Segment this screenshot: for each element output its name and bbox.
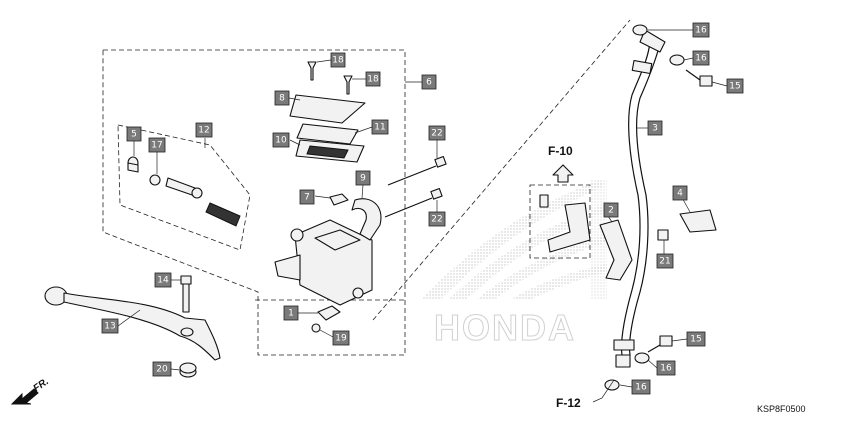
svg-text:16: 16 [635,383,647,393]
svg-text:15: 15 [690,335,701,345]
svg-text:1: 1 [288,309,294,319]
diaphragm [295,139,365,163]
callout-20: 20 [152,361,172,377]
callout-16-middle: 16 [656,360,676,376]
svg-text:4: 4 [677,189,683,199]
boot-part [127,156,139,173]
pivot-nut [179,362,197,378]
sealing-washer-4 [604,379,620,391]
reference-line [372,19,631,321]
ref-f12: F-12 [556,396,581,410]
callout-8: 8 [274,90,290,106]
svg-text:22: 22 [431,129,442,139]
svg-text:10: 10 [275,136,287,146]
brake-lever [44,286,221,361]
brake-hose [613,29,666,368]
svg-text:5: 5 [131,130,137,140]
svg-text:14: 14 [157,276,169,286]
master-cylinder-frame [102,49,406,356]
holder-bolt-lower [384,187,443,218]
diagram-code: KSP8F0500 [757,404,806,414]
spring-part [205,202,241,227]
callout-18-lower: 18 [365,71,381,87]
svg-text:17: 17 [151,141,162,151]
stop-switch [317,305,341,321]
oil-bolt-lower [647,335,673,353]
svg-text:9: 9 [360,174,366,184]
svg-text:16: 16 [660,364,672,374]
callout-3: 3 [647,120,663,136]
callout-18-upper: 18 [330,52,346,68]
callout-21: 21 [656,253,674,269]
diaphragm-plate [296,123,359,145]
callout-15-upper: 15 [726,78,744,94]
callout-16-upper: 16 [692,50,710,66]
callout-10: 10 [272,132,290,148]
up-arrow-icon [552,164,574,183]
callout-9: 9 [355,170,371,186]
callout-13: 13 [101,318,119,334]
callout-14: 14 [154,272,172,288]
svg-text:6: 6 [426,78,432,88]
svg-text:21: 21 [659,257,670,267]
reservoir-cap [289,94,366,124]
svg-text:2: 2 [608,206,614,216]
callout-5: 5 [126,126,142,142]
callout-16-bottom: 16 [631,379,651,395]
lever-pivot-cover [329,193,349,206]
svg-text:8: 8 [279,94,285,104]
pivot-bolt [180,275,192,313]
master-cylinder-holder [351,198,382,241]
svg-text:22: 22 [431,215,442,225]
svg-text:18: 18 [367,75,379,85]
guide-bolt [657,229,669,241]
callout-11: 11 [371,119,389,135]
callout-12: 12 [195,122,213,138]
sealing-washer-2 [669,54,685,66]
callout-4: 4 [672,185,688,201]
callout-15-lower: 15 [686,331,706,347]
svg-text:7: 7 [304,193,310,203]
svg-text:11: 11 [374,123,385,133]
callout-2: 2 [603,202,619,218]
oil-bolt-upper [685,69,713,87]
svg-text:3: 3 [652,124,658,134]
svg-text:20: 20 [156,365,168,375]
callout-22-lower: 22 [428,211,446,227]
piston-set-frame [117,124,251,251]
callout-19: 19 [332,330,350,346]
svg-text:15: 15 [729,82,740,92]
svg-text:19: 19 [335,334,347,344]
callout-17: 17 [148,137,166,153]
callout-7: 7 [299,189,315,205]
hose-guide-clamp [679,209,717,233]
front-indicator: FR. [10,376,51,405]
sealing-washer-1 [632,24,648,36]
honda-watermark-text: HONDA [434,307,576,348]
f10-frame [529,184,591,259]
master-cylinder-body [274,219,373,306]
honda-wing-watermark: HONDA [420,180,607,349]
switch-screw [311,323,321,333]
callout-16-top: 16 [692,22,710,38]
sealing-washer-3 [634,352,650,364]
cap-screw-1 [307,61,317,81]
callout-22-upper: 22 [428,125,446,141]
svg-text:12: 12 [198,126,209,136]
ref-f10: F-10 [548,144,573,158]
svg-text:16: 16 [695,54,707,64]
callout-6: 6 [421,74,437,90]
hose-clamp [599,219,633,281]
svg-text:13: 13 [104,322,115,332]
holder-bolt-upper [387,155,447,186]
piston-part [165,177,203,199]
svg-text:16: 16 [695,26,707,36]
svg-text:18: 18 [332,56,344,66]
leader-lines [117,29,728,403]
callout-1: 1 [283,305,299,321]
cap-screw-2 [343,75,353,95]
circlip-part [149,174,161,186]
f10-bracket [539,194,591,253]
